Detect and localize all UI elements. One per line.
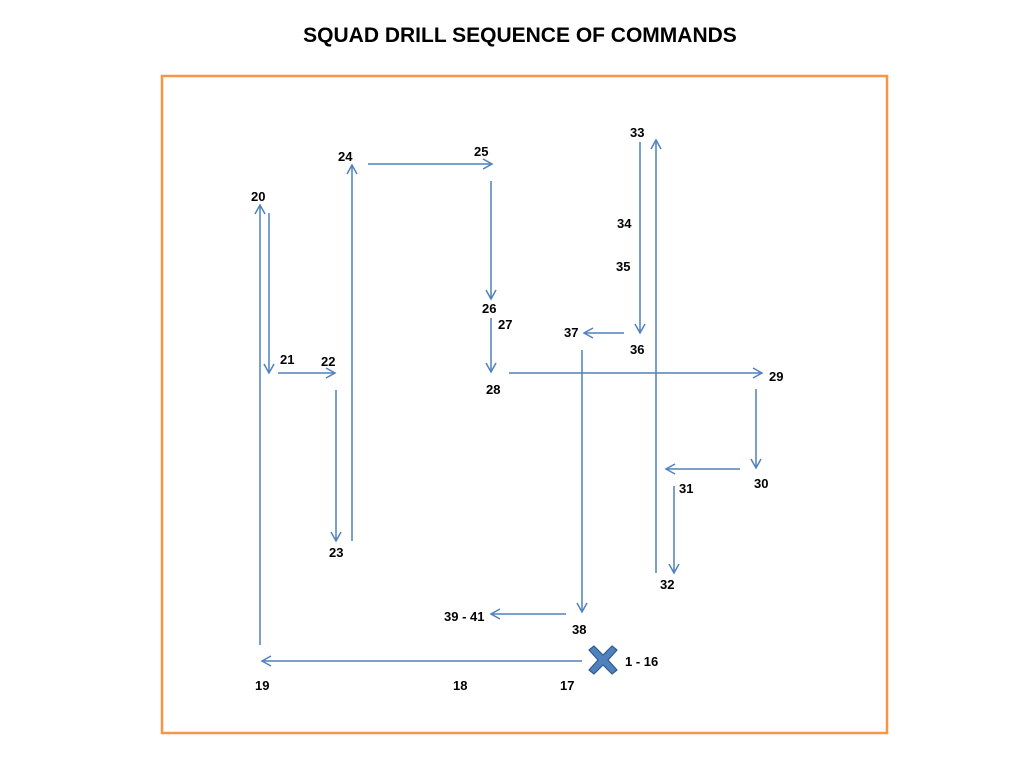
position-label-35: 35 <box>616 259 630 274</box>
x-mark-icon <box>588 645 618 675</box>
position-label-23: 23 <box>329 545 343 560</box>
position-label-38: 38 <box>572 622 586 637</box>
position-label-21: 21 <box>280 352 294 367</box>
position-label-33: 33 <box>630 125 644 140</box>
position-label-26: 26 <box>482 301 496 316</box>
position-label-22: 22 <box>321 354 335 369</box>
position-label-25: 25 <box>474 144 488 159</box>
position-label-27: 27 <box>498 317 512 332</box>
position-label-28: 28 <box>486 382 500 397</box>
position-label-24: 24 <box>338 149 353 164</box>
position-label-30: 30 <box>754 476 768 491</box>
position-label-19: 19 <box>255 678 269 693</box>
position-label-31: 31 <box>679 481 693 496</box>
position-label-1-16: 1 - 16 <box>625 654 658 669</box>
position-label-17: 17 <box>560 678 574 693</box>
drill-area-frame <box>160 74 889 735</box>
position-label-29: 29 <box>769 369 783 384</box>
position-label-39-41: 39 - 41 <box>444 609 484 624</box>
position-label-18: 18 <box>453 678 467 693</box>
position-label-32: 32 <box>660 577 674 592</box>
position-label-37: 37 <box>564 325 578 340</box>
position-label-36: 36 <box>630 342 644 357</box>
diagram-title: SQUAD DRILL SEQUENCE OF COMMANDS <box>303 24 737 47</box>
position-label-20: 20 <box>251 189 265 204</box>
position-label-34: 34 <box>617 216 632 231</box>
